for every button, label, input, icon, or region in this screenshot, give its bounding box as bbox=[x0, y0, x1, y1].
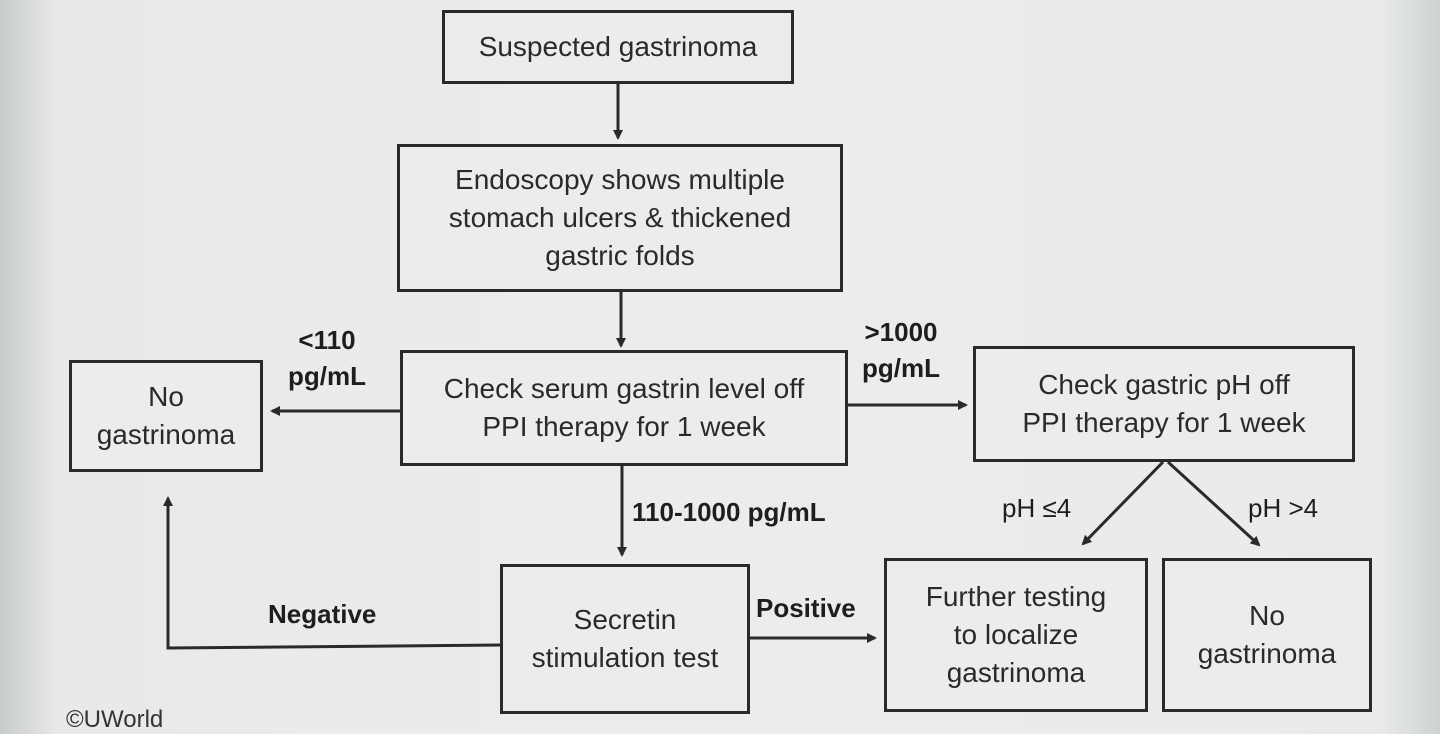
node-gastric-ph: Check gastric pH off PPI therapy for 1 w… bbox=[973, 346, 1355, 462]
node-endoscopy-text: Endoscopy shows multiple stomach ulcers … bbox=[448, 164, 792, 271]
node-serum-gastrin-text: Check serum gastrin level off PPI therap… bbox=[443, 373, 805, 442]
edge-label-positive: Positive bbox=[756, 593, 856, 623]
node-gastric-ph-text: Check gastric pH off PPI therapy for 1 w… bbox=[1022, 369, 1306, 438]
node-further-testing: Further testing to localize gastrinoma bbox=[884, 558, 1148, 712]
uworld-credit: ©UWorld bbox=[66, 706, 164, 733]
node-secretin-test-text: Secretin stimulation test bbox=[531, 604, 719, 673]
node-suspected-gastrinoma-text: Suspected gastrinoma bbox=[478, 31, 758, 62]
arrow-secretin-negative bbox=[163, 496, 503, 650]
node-no-gastrinoma-left-text: No gastrinoma bbox=[96, 381, 236, 450]
edge-label-high-gastrin: >1000 pg/mL bbox=[862, 317, 940, 383]
node-no-gastrinoma-right-text: No gastrinoma bbox=[1197, 600, 1337, 669]
edge-label-ph-high: pH >4 bbox=[1248, 493, 1319, 523]
arrow-ph-to-further-testing bbox=[1081, 460, 1165, 546]
node-no-gastrinoma-right: No gastrinoma bbox=[1162, 558, 1372, 712]
node-secretin-test: Secretin stimulation test bbox=[500, 564, 750, 714]
edge-label-low-gastrin: <110 pg/mL bbox=[288, 325, 366, 391]
node-serum-gastrin: Check serum gastrin level off PPI therap… bbox=[400, 350, 848, 466]
edge-label-ph-low: pH ≤4 bbox=[1002, 493, 1072, 523]
node-suspected-gastrinoma: Suspected gastrinoma bbox=[442, 10, 794, 84]
edge-label-mid-gastrin: 110-1000 pg/mL bbox=[632, 497, 826, 527]
node-further-testing-text: Further testing to localize gastrinoma bbox=[925, 581, 1107, 688]
node-endoscopy: Endoscopy shows multiple stomach ulcers … bbox=[397, 144, 843, 292]
node-no-gastrinoma-left: No gastrinoma bbox=[69, 360, 263, 472]
arrow-ph-to-no-gastrinoma bbox=[1166, 460, 1261, 547]
edge-label-negative: Negative bbox=[268, 599, 377, 629]
